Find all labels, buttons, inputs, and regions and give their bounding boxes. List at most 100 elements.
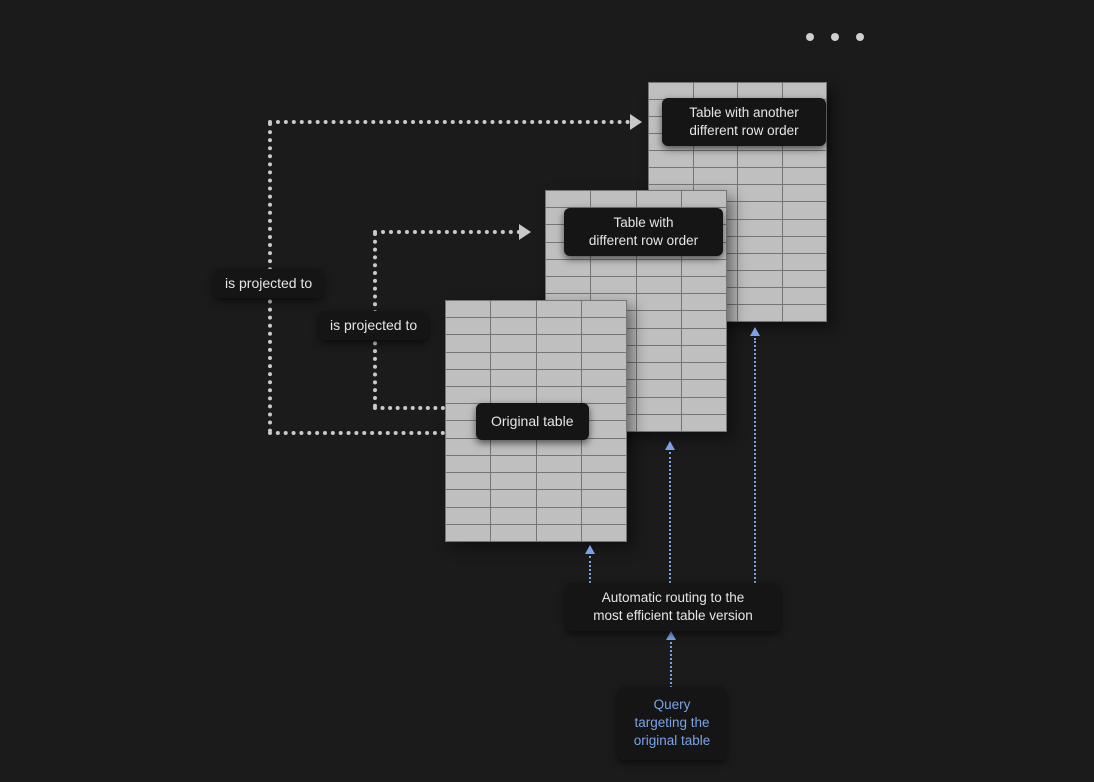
table-cell [536, 438, 581, 455]
table-cell [738, 219, 782, 236]
table-cell [782, 168, 826, 185]
label-original-table: Original table [476, 403, 589, 440]
table-cell [738, 151, 782, 168]
table-cell [536, 490, 581, 507]
table-cell [636, 259, 681, 277]
table-cell [446, 455, 491, 473]
table-cell [446, 524, 491, 541]
table-cell [446, 473, 491, 490]
table-cell [681, 259, 726, 277]
overflow-menu-icon[interactable] [806, 33, 864, 41]
table-cell [581, 438, 626, 455]
routing-arrow-middle-head-icon [665, 441, 675, 450]
table-cell [581, 507, 626, 524]
table-cell [636, 277, 681, 294]
table-cell [681, 191, 726, 208]
table-cell [649, 168, 693, 185]
label-is-projected-to-2: is projected to [319, 311, 429, 340]
table-cell [636, 414, 681, 431]
table-cell [681, 414, 726, 431]
table-cell [782, 83, 826, 100]
table-cell [491, 507, 536, 524]
table-cell [636, 294, 681, 311]
table-cell [536, 369, 581, 387]
table-cell [446, 369, 491, 387]
table-cell [649, 151, 693, 168]
table-cell [581, 524, 626, 541]
table-cell [681, 311, 726, 328]
table-cell [536, 473, 581, 490]
table-cell [536, 387, 581, 404]
table-cell [782, 185, 826, 202]
label-table-another-different-row-order: Table with another different row order [662, 98, 826, 147]
table-cell [491, 335, 536, 352]
table-cell [591, 277, 636, 294]
table-cell [581, 369, 626, 387]
table-cell [738, 168, 782, 185]
table-cell [591, 191, 636, 208]
projection-arrow-1-head-icon [630, 114, 642, 130]
table-cell [738, 270, 782, 287]
table-cell [446, 490, 491, 507]
menu-dot [806, 33, 814, 41]
table-cell [491, 490, 536, 507]
table-cell [491, 369, 536, 387]
table-cell [581, 301, 626, 318]
table-cell [681, 397, 726, 414]
table-cell [782, 270, 826, 287]
table-cell [636, 380, 681, 397]
label-automatic-routing: Automatic routing to the most efficient … [566, 583, 780, 632]
table-cell [446, 438, 491, 455]
table-cell [446, 335, 491, 352]
table-cell [581, 352, 626, 369]
table-cell [446, 301, 491, 318]
table-cell [536, 318, 581, 335]
table-cell [782, 151, 826, 168]
table-cell [738, 236, 782, 253]
table-cell [636, 191, 681, 208]
table-cell [681, 380, 726, 397]
table-cell [636, 328, 681, 345]
table-cell [636, 397, 681, 414]
routing-arrow-original [589, 556, 591, 583]
table-cell [491, 524, 536, 541]
table-cell [738, 83, 782, 100]
routing-arrow-right [754, 338, 756, 583]
routing-arrow-right-head-icon [750, 327, 760, 336]
label-is-projected-to-1: is projected to [214, 269, 324, 298]
projection-arrow-2-top [373, 230, 521, 234]
routing-arrow-middle [669, 452, 671, 583]
table-cell [446, 507, 491, 524]
table-cell [581, 404, 626, 421]
table-cell [693, 151, 737, 168]
table-cell [681, 363, 726, 380]
table-cell [649, 83, 693, 100]
table-cell [782, 253, 826, 270]
table-cell [581, 318, 626, 335]
projection-arrow-2-bottom [373, 406, 445, 410]
menu-dot [831, 33, 839, 41]
table-cell [693, 83, 737, 100]
table-cell [536, 507, 581, 524]
table-cell [536, 352, 581, 369]
routing-arrow-original-head-icon [585, 545, 595, 554]
table-cell [536, 524, 581, 541]
table-cell [491, 455, 536, 473]
query-to-routing-arrow [670, 642, 672, 688]
table-cell [693, 168, 737, 185]
table-cell [581, 335, 626, 352]
projection-arrow-1-top [268, 120, 630, 124]
table-cell [536, 335, 581, 352]
table-cell [446, 387, 491, 404]
table-cell [636, 345, 681, 363]
table-cell [491, 318, 536, 335]
table-cell [491, 473, 536, 490]
query-to-routing-arrow-head-icon [666, 631, 676, 640]
table-cell [782, 219, 826, 236]
table-cell [581, 473, 626, 490]
table-cell [738, 253, 782, 270]
table-cell [546, 277, 591, 294]
table-cell [636, 363, 681, 380]
table-cell [581, 387, 626, 404]
